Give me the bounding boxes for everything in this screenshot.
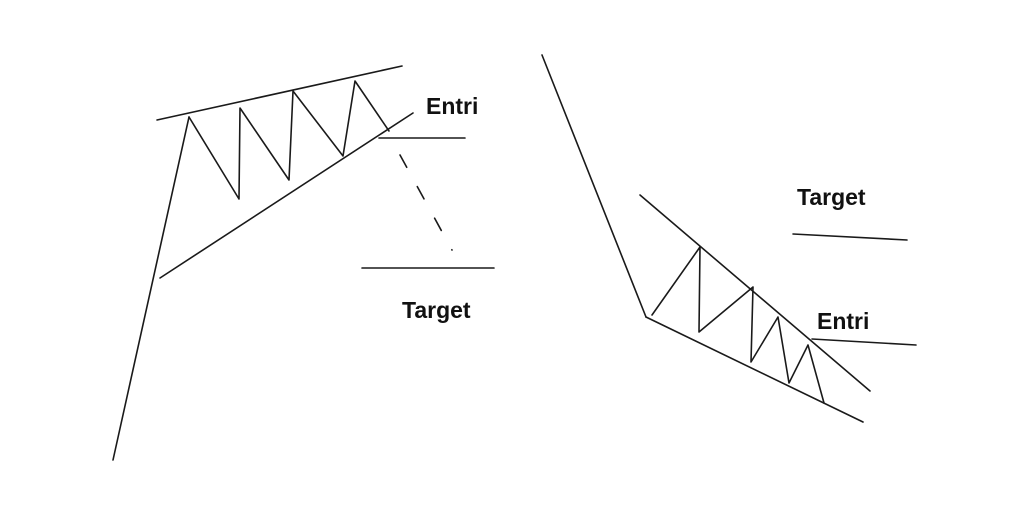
target-level-line	[792, 233, 908, 241]
prior-downtrend-line	[541, 54, 647, 318]
rising-wedge	[112, 65, 495, 461]
lower-trendline	[645, 316, 864, 423]
upper-trendline	[639, 194, 871, 392]
prior-uptrend-line	[112, 116, 190, 461]
left-entry-label: Entri	[426, 93, 479, 119]
price-zigzag	[188, 80, 390, 200]
left-target-label: Target	[402, 297, 471, 323]
entry-level-line	[811, 338, 917, 346]
projected-move-dashed	[399, 154, 453, 251]
lower-trendline	[159, 112, 414, 279]
price-zigzag	[651, 246, 825, 404]
upper-trendline	[156, 65, 403, 121]
falling-wedge	[541, 54, 917, 423]
right-entry-label: Entri	[817, 308, 870, 334]
right-target-label: Target	[797, 184, 866, 210]
